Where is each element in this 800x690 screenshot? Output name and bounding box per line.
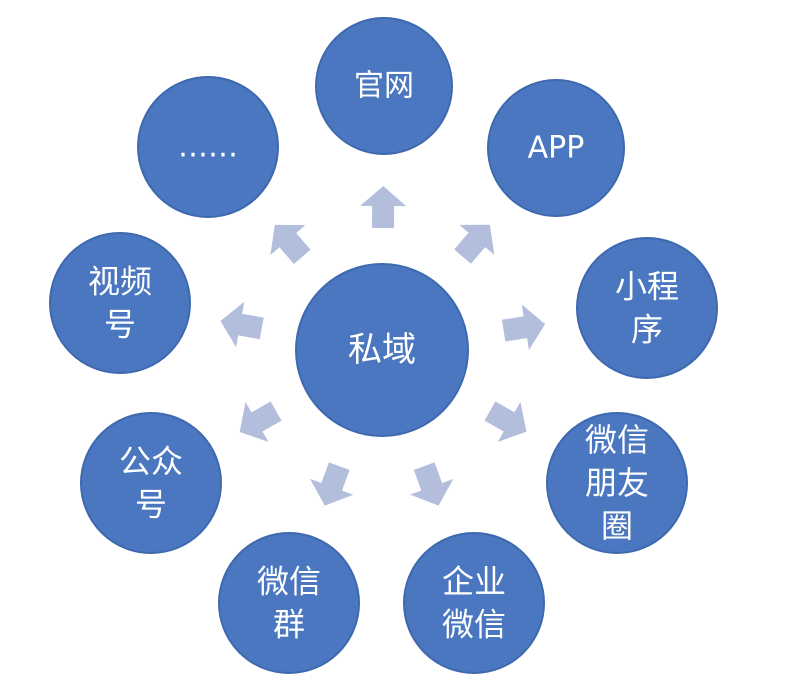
- node-weixinqun: 微信群: [218, 532, 360, 674]
- node-label-qiyeweixin: 企业: [442, 562, 506, 600]
- arrow-to-gongzhonghao: [239, 401, 282, 442]
- node-guanwang: 官网: [315, 17, 453, 155]
- node-label-weixinqun: 群: [273, 606, 305, 644]
- nodes-layer: 官网APP小程序微信朋友圈企业微信微信群公众号视频号……: [49, 17, 718, 674]
- node-circle-qiyeweixin: [403, 532, 545, 674]
- node-gongzhonghao: 公众号: [80, 412, 222, 554]
- arrow-to-xiaochengxu: [501, 304, 546, 350]
- center-layer: 私域: [295, 263, 469, 437]
- center-node-label: 私域: [348, 330, 416, 370]
- node-label-pengyouquan: 圈: [601, 507, 633, 545]
- node-app: APP: [487, 79, 625, 217]
- arrows-layer: [220, 186, 546, 506]
- node-label-more: ……: [178, 130, 238, 165]
- node-circle-guanwang: [315, 17, 453, 155]
- center-node-circle: [295, 263, 469, 437]
- node-circle-xiaochengxu: [576, 237, 718, 379]
- node-circle-pengyouquan: [546, 412, 688, 554]
- arrow-to-guanwang: [360, 186, 407, 229]
- node-circle-app: [487, 79, 625, 217]
- node-label-guanwang: 官网: [354, 69, 414, 104]
- node-label-xiaochengxu: 小程: [615, 267, 679, 305]
- node-circle-shipinhao: [49, 232, 191, 374]
- arrow-to-qiyeweixin: [410, 462, 454, 506]
- arrow-to-more: [270, 224, 311, 264]
- node-label-shipinhao: 号: [104, 306, 136, 344]
- node-label-pengyouquan: 朋友: [585, 464, 649, 502]
- arrow-to-weixinqun: [310, 462, 354, 506]
- arrow-to-pengyouquan: [484, 401, 527, 442]
- node-label-gongzhonghao: 公众: [119, 442, 183, 480]
- node-label-weixinqun: 微信: [257, 562, 321, 600]
- node-label-app: APP: [528, 131, 585, 166]
- node-label-qiyeweixin: 微信: [442, 606, 506, 644]
- node-label-pengyouquan: 微信: [585, 421, 649, 459]
- node-xiaochengxu: 小程序: [576, 237, 718, 379]
- node-label-gongzhonghao: 号: [135, 486, 167, 524]
- node-label-xiaochengxu: 序: [631, 311, 663, 349]
- arrow-to-app: [454, 224, 495, 264]
- node-shipinhao: 视频号: [49, 232, 191, 374]
- node-circle-more: [137, 76, 279, 218]
- node-circle-gongzhonghao: [80, 412, 222, 554]
- arrow-to-shipinhao: [220, 301, 264, 348]
- node-label-shipinhao: 视频: [88, 262, 152, 300]
- node-more: ……: [137, 76, 279, 218]
- node-circle-weixinqun: [218, 532, 360, 674]
